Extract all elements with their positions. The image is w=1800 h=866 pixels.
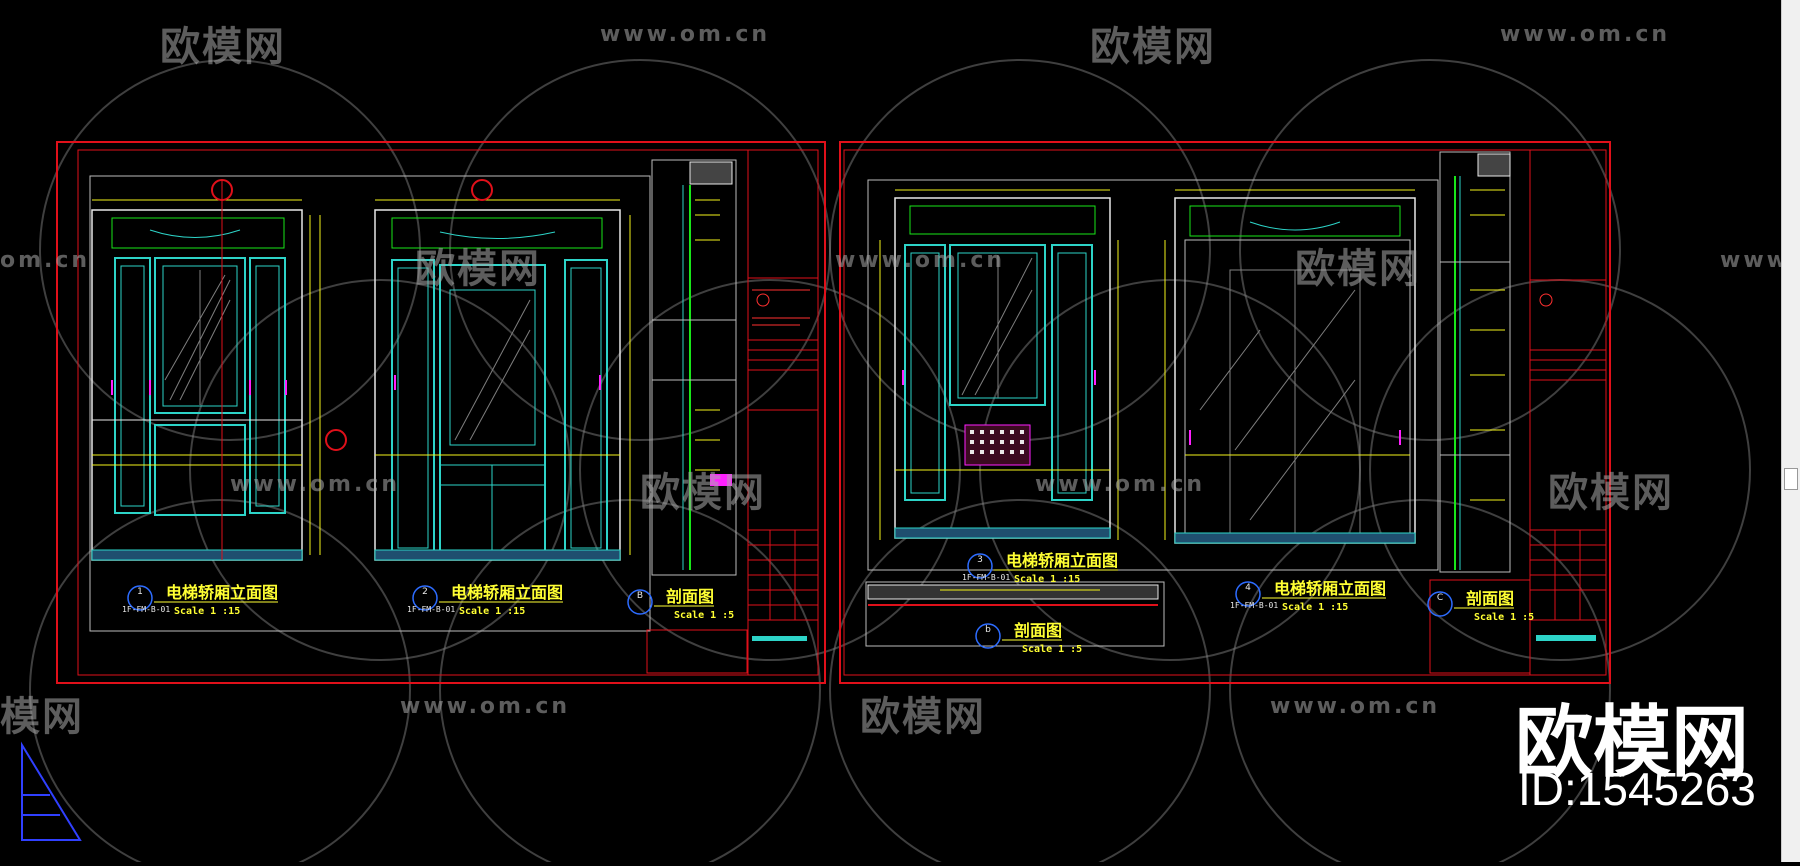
elevation-4 <box>1164 189 1416 544</box>
view-scale: Scale 1 :15 <box>1282 602 1348 613</box>
view-scale: Scale 1 :15 <box>174 606 240 617</box>
view-number-bubble <box>1235 581 1261 607</box>
watermark-url: www.om.cn <box>400 694 571 719</box>
view-code: 1F-FM-B-01 <box>122 605 170 614</box>
watermark-brand: 欧模网 <box>1090 24 1216 70</box>
watermark-url: www.om.cn <box>1500 22 1671 47</box>
view-label: b 剖面图 Scale 1 :5 <box>975 621 1082 655</box>
view-label: 4 1F-FM-B-01 电梯轿厢立面图 Scale 1 :15 <box>1230 579 1386 613</box>
view-scale: Scale 1 :5 <box>674 610 734 621</box>
view-label: 1 1F-FM-B-01 电梯轿厢立面图 Scale 1 :15 <box>122 583 278 617</box>
watermark-url: www.om.cn <box>835 248 1006 273</box>
view-number-bubble <box>412 585 438 611</box>
sheet-2 <box>839 141 1611 684</box>
watermark-url-partial: om.cn <box>0 248 91 273</box>
overlay-brand: 欧模网 <box>1515 698 1750 788</box>
view-label: C 剖面图 Scale 1 :5 <box>1427 589 1534 623</box>
view-number: 1 <box>137 587 143 597</box>
sheet-1-border <box>56 141 826 684</box>
watermark-brand: 欧模网 <box>1548 470 1674 516</box>
view-title: 电梯轿厢立面图 <box>451 583 563 602</box>
ucs-icon <box>21 741 82 841</box>
watermark-url: www.om.cn <box>1035 472 1206 497</box>
view-number-bubble <box>975 623 1001 649</box>
watermark-url: www.om.cn <box>600 22 771 47</box>
view-title: 电梯轿厢立面图 <box>1006 551 1118 570</box>
view-code: 1F-FM-B-01 <box>407 605 455 614</box>
view-number: 2 <box>422 587 428 597</box>
view-scale: Scale 1 :15 <box>1014 574 1080 585</box>
section-c <box>1439 151 1511 573</box>
view-scale: Scale 1 :5 <box>1022 644 1082 655</box>
view-number-bubble <box>627 589 653 615</box>
view-title: 电梯轿厢立面图 <box>1274 579 1386 598</box>
view-number-bubble <box>967 553 993 579</box>
watermark-brand: 欧模网 <box>1295 246 1421 292</box>
view-title: 剖面图 <box>666 587 714 606</box>
section-b-lower <box>865 581 1165 647</box>
view-code: 1F-FM-B-01 <box>962 573 1010 582</box>
view-number-bubble <box>1427 591 1453 617</box>
scrollbar-thumb[interactable] <box>1784 468 1798 490</box>
view-number-bubble <box>127 585 153 611</box>
elevation-2 <box>325 179 631 561</box>
view-number: b <box>985 625 991 635</box>
watermark-brand: 欧模网 <box>415 246 541 292</box>
view-title: 剖面图 <box>1014 621 1062 640</box>
sheet-1 <box>56 141 826 684</box>
view-title: 电梯轿厢立面图 <box>166 583 278 602</box>
view-number: 3 <box>977 555 983 565</box>
watermark-brand-partial: 模网 <box>0 694 84 740</box>
watermark-brand: 欧模网 <box>160 24 286 70</box>
view-title: 剖面图 <box>1466 589 1514 608</box>
watermark-url: www.om.cn <box>1270 694 1441 719</box>
watermark-brand: 欧模网 <box>640 470 766 516</box>
section-b <box>651 159 737 576</box>
view-label: B 剖面图 Scale 1 :5 <box>627 587 734 621</box>
view-label: 2 1F-FM-B-01 电梯轿厢立面图 Scale 1 :15 <box>407 583 563 617</box>
watermark-brand: 欧模网 <box>860 694 986 740</box>
overlay-id: ID:1545263 <box>1518 763 1756 815</box>
vertical-scrollbar[interactable] <box>1781 0 1800 862</box>
view-number: B <box>637 591 643 601</box>
view-code: 1F-FM-B-01 <box>1230 601 1278 610</box>
view-scale: Scale 1 :15 <box>459 606 525 617</box>
elevation-1 <box>91 179 321 561</box>
view-number: C <box>1437 593 1443 603</box>
elevation-3 <box>879 189 1119 540</box>
view-label: 3 1F-FM-B-01 电梯轿厢立面图 Scale 1 :15 <box>962 551 1118 585</box>
view-number: 4 <box>1245 583 1251 593</box>
view-scale: Scale 1 :5 <box>1474 612 1534 623</box>
watermark-url: www.om.cn <box>230 472 401 497</box>
